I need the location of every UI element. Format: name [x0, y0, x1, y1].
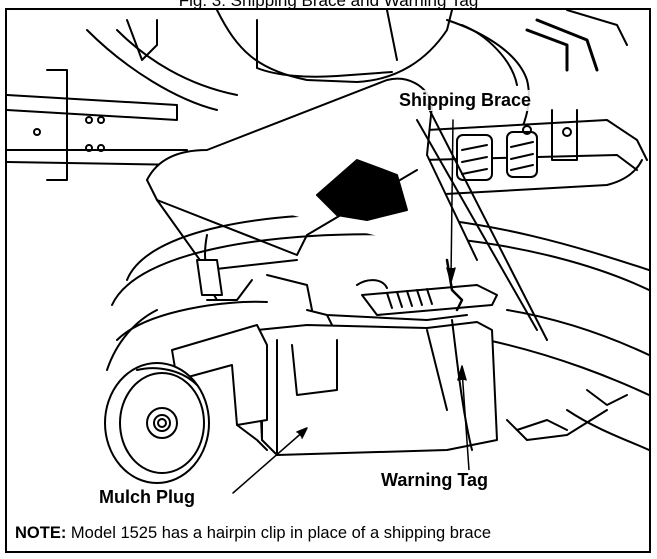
note-label: NOTE:	[15, 524, 67, 542]
discharge-chute	[146, 77, 548, 341]
note-text: NOTE: Model 1525 has a hairpin clip in p…	[15, 524, 645, 543]
warning-tag-label: Warning Tag	[379, 470, 490, 491]
mulch-plug-label: Mulch Plug	[97, 487, 197, 508]
mower-deck-illustration	[7, 10, 649, 494]
leader-lines	[232, 119, 470, 494]
front-wheel	[104, 362, 210, 484]
shipping-brace-spring	[266, 258, 498, 336]
figure-caption: Fig. 3: Shipping Brace and Warning Tag	[178, 0, 479, 10]
note-body: Model 1525 has a hairpin clip in place o…	[66, 524, 492, 542]
upper-body	[86, 10, 628, 151]
figure-frame: Shipping Brace Warning Tag Mulch Plug NO…	[5, 8, 651, 553]
mulch-plug-shape	[236, 319, 498, 456]
shipping-brace-label: Shipping Brace	[397, 90, 534, 111]
blade-brackets	[421, 109, 648, 196]
